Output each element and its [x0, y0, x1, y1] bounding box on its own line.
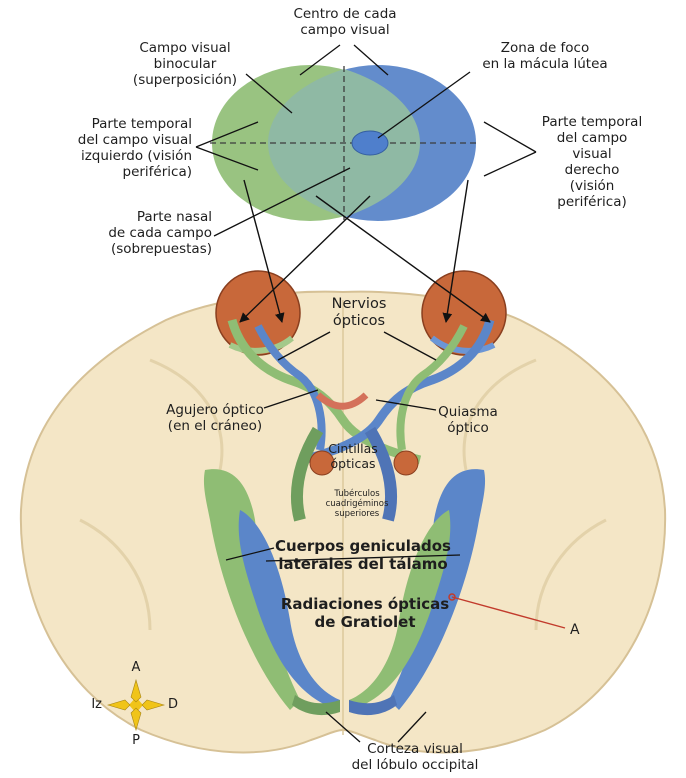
compass-west-label: Iz [78, 697, 102, 713]
label-line: en la mácula lútea [475, 56, 615, 72]
label-parte-nasal: Parte nasal de cada campo (sobrepuestas) [72, 209, 212, 257]
label-line: Campo visual [120, 40, 250, 56]
label-parte-temporal-izquierda: Parte temporal del campo visual izquierd… [52, 116, 192, 180]
label-line: Centro de cada [290, 6, 400, 22]
label-line: Nervios [304, 296, 414, 313]
leader-line [484, 152, 536, 176]
label-line: Agujero óptico [150, 402, 280, 418]
compass-east-label: D [168, 697, 188, 713]
label-line: Quiasma [428, 404, 508, 420]
label-agujero-optico: Agujero óptico (en el cráneo) [150, 402, 280, 434]
label-line: (superposición) [120, 72, 250, 88]
label-corteza-visual: Corteza visual del lóbulo occipital [340, 741, 490, 773]
label-line: campo visual [290, 22, 400, 38]
label-line: (visión [537, 178, 647, 194]
right-tract-bulb [394, 451, 418, 475]
label-line: del campo [537, 130, 647, 146]
label-line: del campo visual [52, 132, 192, 148]
compass-north-label: A [128, 660, 144, 676]
label-line: Radiaciones ópticas [270, 595, 460, 613]
label-line: Cintillas [318, 441, 388, 456]
label-cuerpos-geniculados: Cuerpos geniculados laterales del tálamo [258, 537, 468, 573]
label-line: binocular [120, 56, 250, 72]
label-line: óptico [428, 420, 508, 436]
leader-line [484, 122, 536, 152]
label-line: de cada campo [72, 225, 212, 241]
label-zona-foco: Zona de foco en la mácula lútea [475, 40, 615, 72]
label-line: Parte nasal [72, 209, 212, 225]
label-line: Parte temporal [52, 116, 192, 132]
label-line: Corteza visual [340, 741, 490, 757]
label-line: derecho [537, 162, 647, 178]
label-nervios-opticos: Nervios ópticos [304, 296, 414, 330]
label-cintillas-opticas: Cintillas ópticas [318, 441, 388, 471]
label-centro-campo: Centro de cada campo visual [290, 6, 400, 38]
compass-south-label: P [128, 733, 144, 749]
label-line: cuadrigéminos [312, 499, 402, 509]
label-line: izquierdo (visión [52, 148, 192, 164]
label-line: de Gratiolet [270, 613, 460, 631]
label-parte-temporal-derecha: Parte temporal del campo visual derecho … [537, 114, 647, 210]
label-line: del lóbulo occipital [340, 757, 490, 773]
label-line: Parte temporal [537, 114, 647, 130]
label-campo-binocular: Campo visual binocular (superposición) [120, 40, 250, 88]
label-line: ópticos [304, 313, 414, 330]
label-line: superiores [312, 509, 402, 519]
label-line: Tubérculos [312, 489, 402, 499]
label-line: laterales del tálamo [258, 555, 468, 573]
label-quiasma-optico: Quiasma óptico [428, 404, 508, 436]
label-line: periférica) [52, 164, 192, 180]
label-line: (sobrepuestas) [72, 241, 212, 257]
label-line: visual [537, 146, 647, 162]
label-radiaciones-opticas: Radiaciones ópticas de Gratiolet [270, 595, 460, 631]
label-line: periférica) [537, 194, 647, 210]
label-tuberculos-cuadrigeminos: Tubérculos cuadrigéminos superiores [312, 489, 402, 519]
label-line: (en el cráneo) [150, 418, 280, 434]
label-line: Zona de foco [475, 40, 615, 56]
label-line: Cuerpos geniculados [258, 537, 468, 555]
label-a-marker: A [570, 622, 590, 638]
label-line: ópticas [318, 456, 388, 471]
